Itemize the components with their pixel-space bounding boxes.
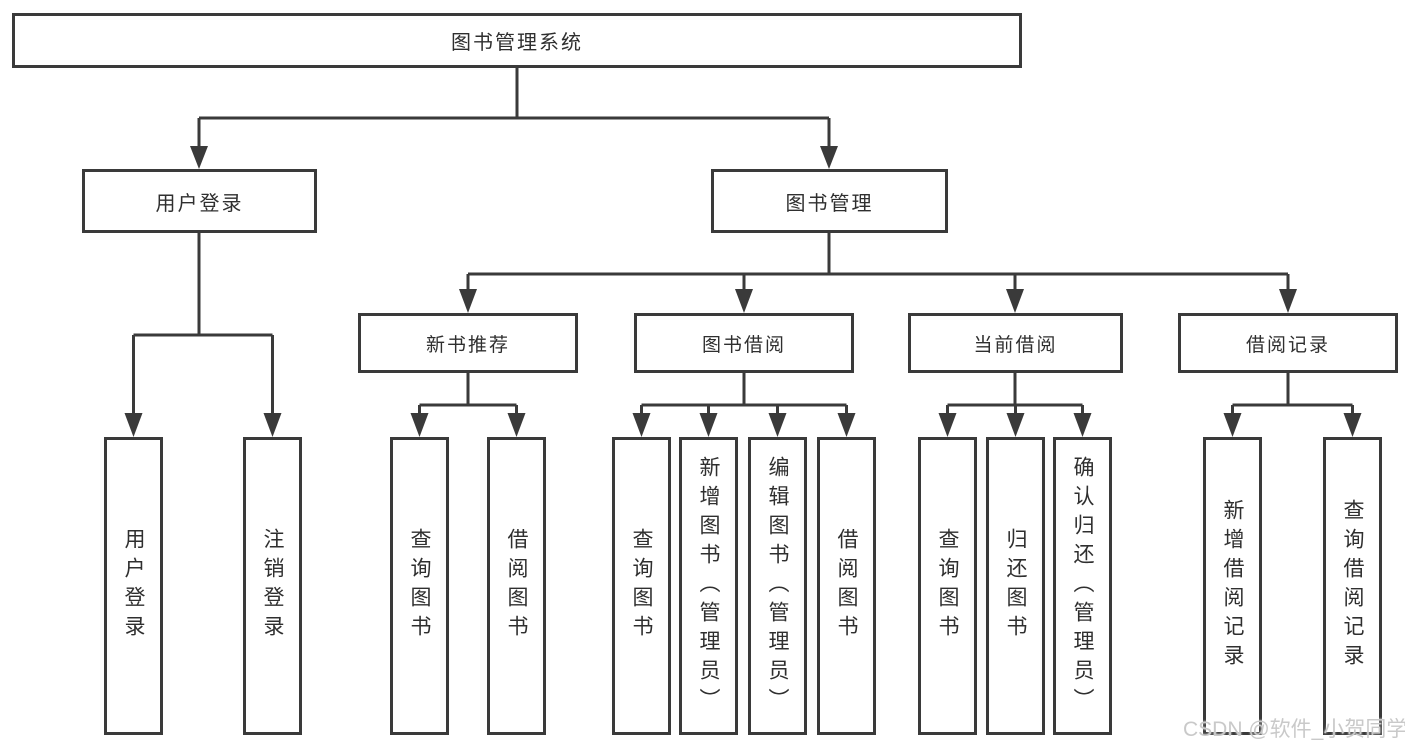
node-add-borrow-record: 新增借阅记录 xyxy=(1203,437,1262,735)
csdn-watermark: CSDN @软件_小贺同学 xyxy=(1183,718,1405,741)
node-borrow-books-leaf: 借阅图书 xyxy=(817,437,876,735)
node-query-books-current: 查询图书 xyxy=(918,437,977,735)
node-edit-books-admin: 编辑图书（管理员） xyxy=(748,437,807,735)
node-query-books-recommend: 查询图书 xyxy=(390,437,449,735)
node-add-books-admin: 新增图书（管理员） xyxy=(679,437,738,735)
node-confirm-return-admin: 确认归还（管理员） xyxy=(1053,437,1112,735)
node-new-book-recommend: 新书推荐 xyxy=(358,313,578,373)
node-logout-leaf: 注销登录 xyxy=(243,437,302,735)
node-library-management-system: 图书管理系统 xyxy=(12,13,1022,68)
node-book-management: 图书管理 xyxy=(711,169,948,233)
node-login-leaf: 用户登录 xyxy=(104,437,163,735)
node-return-books: 归还图书 xyxy=(986,437,1045,735)
node-borrow-record: 借阅记录 xyxy=(1178,313,1398,373)
node-current-borrow: 当前借阅 xyxy=(908,313,1123,373)
node-query-books-borrow: 查询图书 xyxy=(612,437,671,735)
node-borrow-books-recommend: 借阅图书 xyxy=(487,437,546,735)
node-query-borrow-record: 查询借阅记录 xyxy=(1323,437,1382,735)
node-book-borrow: 图书借阅 xyxy=(634,313,854,373)
node-user-login: 用户登录 xyxy=(82,169,317,233)
